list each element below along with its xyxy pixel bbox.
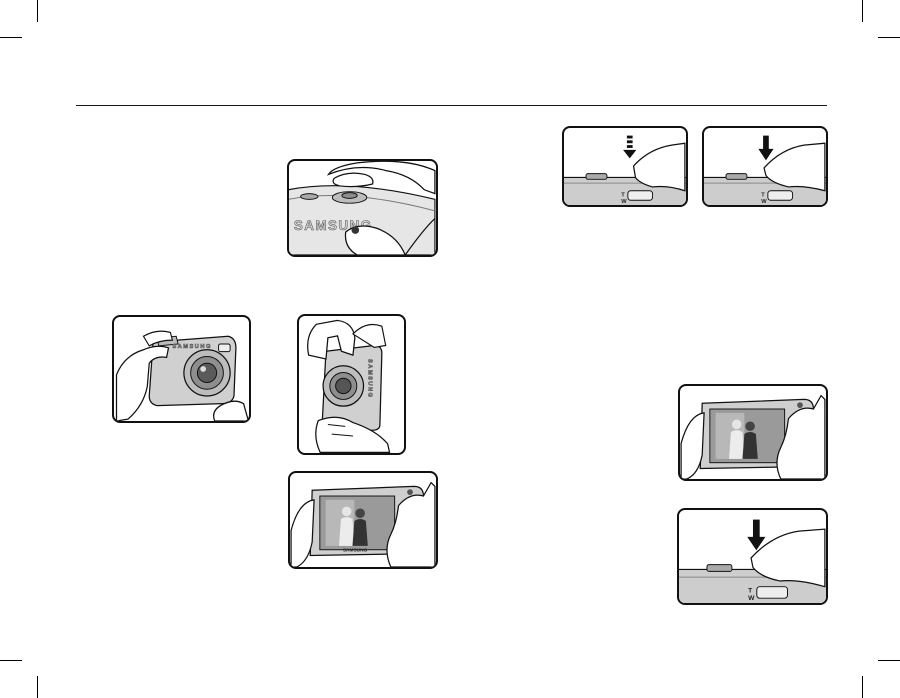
zoom-wide-label: W <box>621 199 627 205</box>
camera-top-illustration: SAMSUNG <box>289 161 436 255</box>
zoom-tele-label: T <box>748 587 753 594</box>
crop-mark <box>37 676 38 698</box>
crop-mark <box>878 37 900 38</box>
figure-shutter-grip: SAMSUNG <box>287 159 438 257</box>
figure-lcd-back-right <box>678 384 828 481</box>
zoom-tele-label: T <box>621 192 625 198</box>
crop-mark <box>0 37 22 38</box>
crop-mark <box>37 0 38 22</box>
full-press-illustration: T W <box>704 135 826 205</box>
figure-lcd-back-left: SAMSUNG <box>288 471 438 569</box>
brand-label: SAMSUNG <box>343 548 368 554</box>
crop-mark <box>862 0 863 22</box>
zoom-tele-label: T <box>761 192 765 198</box>
zoom-wide-label: W <box>761 199 767 205</box>
lcd-back-illustration <box>680 394 826 479</box>
crop-mark <box>862 676 863 698</box>
figure-half-press: T W <box>562 126 688 207</box>
brand-label: SAMSUNG <box>172 344 212 350</box>
crop-mark <box>0 660 22 661</box>
brand-label: SAMSUNG <box>366 359 372 399</box>
lcd-back-illustration: SAMSUNG <box>290 481 436 567</box>
full-press-illustration: T W <box>679 519 826 603</box>
figure-full-press-large: T W <box>677 508 828 605</box>
figure-full-press: T W <box>702 126 828 207</box>
half-press-illustration: T W <box>564 135 686 205</box>
header-rule <box>76 105 827 106</box>
hold-landscape-illustration: SAMSUNG <box>115 330 249 421</box>
figure-hold-landscape: SAMSUNG <box>112 315 251 423</box>
zoom-wide-label: W <box>748 595 755 602</box>
figure-hold-portrait: SAMSUNG <box>297 314 406 455</box>
crop-mark <box>878 660 900 661</box>
hold-portrait-illustration: SAMSUNG <box>307 319 391 453</box>
